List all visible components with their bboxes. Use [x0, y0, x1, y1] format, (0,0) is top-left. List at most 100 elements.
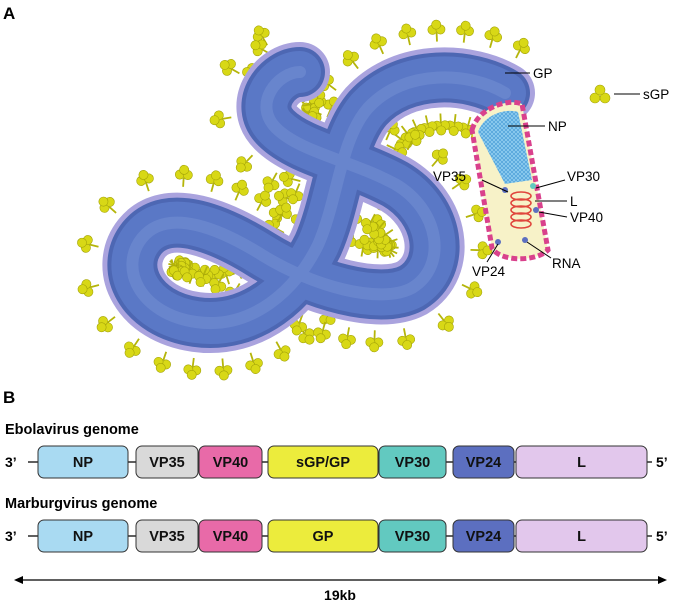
glycoprotein-spike: [424, 143, 454, 173]
gene-box: [378, 445, 447, 479]
gene-label: sGP/GP: [296, 455, 350, 471]
gene-box: [135, 445, 199, 479]
three-prime-end: 3’: [5, 454, 17, 470]
gene-box: [135, 519, 199, 553]
glycoprotein-spike: [337, 45, 366, 75]
glycoprotein-spike: [173, 163, 194, 189]
gene-vp30: VP30: [378, 445, 447, 479]
sgp-label: sGP: [643, 87, 669, 102]
gene-box: [452, 519, 515, 553]
vp35-label: VP35: [433, 169, 466, 184]
gene-label: L: [577, 529, 586, 545]
glycoprotein-spike: [335, 325, 359, 352]
glycoprotein-spike: [365, 29, 392, 59]
virion-body-highlight: [126, 66, 511, 330]
glycoprotein-spike: [267, 336, 296, 366]
marburgvirus-genome: Marburgvirus genome 3’ 5’ NP VP35 VP40 GP VP…: [5, 496, 668, 553]
scale-arrow-left: [14, 576, 23, 584]
vp24-label: VP24: [472, 264, 506, 279]
glycoprotein-spike: [118, 333, 148, 363]
glycoprotein-spike: [93, 191, 123, 221]
l-label: L: [570, 194, 578, 209]
vp40-dot: [533, 207, 539, 213]
glycoprotein-spike: [226, 176, 253, 205]
glycoprotein-spike: [364, 329, 385, 354]
gene-box: [452, 445, 515, 479]
genome-title: Ebolavirus genome: [5, 422, 139, 438]
gene-l: L: [515, 445, 648, 479]
gene-label: GP: [313, 529, 334, 545]
filovirus-virion: GP sGP NP VP35 VP30 L VP40 VP24 RNA: [74, 18, 669, 382]
five-prime-end: 5’: [656, 454, 668, 470]
scale-arrow-right: [658, 576, 667, 584]
gene-box: [267, 445, 379, 479]
nucleocapsid: [478, 110, 532, 184]
gene-box: [515, 519, 648, 553]
glycoprotein-spike: [430, 307, 460, 337]
gene-label: VP40: [213, 529, 248, 545]
glycoprotein-spike: [181, 356, 204, 382]
scale-label: 19kb: [324, 587, 356, 603]
gene-box: [198, 519, 263, 553]
gene-box: [198, 445, 263, 479]
rna-label: RNA: [552, 256, 581, 271]
glycoprotein-spike: [132, 166, 158, 195]
glycoprotein-spike: [395, 21, 420, 48]
gene-vp35: VP35: [135, 519, 199, 553]
gene-vp40: VP40: [198, 519, 263, 553]
sgp-icon: [589, 84, 611, 104]
gene-label: L: [577, 455, 586, 471]
glycoprotein-spike: [215, 54, 245, 82]
np-label: NP: [548, 119, 567, 134]
glycoprotein-spike: [507, 33, 535, 63]
gene-label: VP24: [466, 529, 501, 545]
vp40-leader: [538, 211, 568, 218]
five-prime-end: 5’: [656, 528, 668, 544]
gene-vp30: VP30: [378, 519, 447, 553]
gene-np: NP: [37, 445, 129, 479]
gene-box: [267, 519, 379, 553]
callout-lines: [481, 72, 640, 263]
gene-label: VP30: [395, 529, 430, 545]
vp30-dot: [530, 183, 536, 189]
gene-vp35: VP35: [135, 445, 199, 479]
glycoprotein-spike: [454, 19, 476, 45]
glycoprotein-spike: [150, 348, 176, 376]
glycoprotein-spike: [212, 356, 234, 382]
gene-label: NP: [73, 529, 93, 545]
genome-scale-bar: 19kb: [14, 576, 667, 603]
glycoprotein-spike: [241, 349, 267, 377]
vp35-leader: [481, 179, 509, 193]
glycoprotein-spike: [75, 275, 103, 300]
polymerase-coil: [510, 191, 532, 229]
glycoprotein-spike: [91, 309, 122, 338]
glycoprotein-spike: [202, 167, 227, 195]
gene-l: L: [515, 519, 648, 553]
three-prime-end: 3’: [5, 528, 17, 544]
gene-box: [378, 519, 447, 553]
gene-list: NP VP35 VP40 GP VP30 VP24 L: [37, 519, 648, 553]
genome-title: Marburgvirus genome: [5, 496, 157, 512]
glycoprotein-spike: [457, 276, 487, 303]
vp24-dot: [495, 239, 501, 245]
gp-label: GP: [533, 66, 553, 81]
gene-label: VP30: [395, 455, 430, 471]
rna-dot: [522, 237, 528, 243]
gene-label: NP: [73, 455, 93, 471]
gene-np: NP: [37, 519, 129, 553]
glycoprotein-spike: [426, 18, 447, 43]
gene-vp24: VP24: [452, 519, 515, 553]
gene-box: [515, 445, 648, 479]
vp30-label: VP30: [567, 169, 600, 184]
rna-leader: [526, 241, 552, 259]
virion-cutaway: [469, 99, 551, 262]
glycoprotein-spike: [230, 148, 260, 178]
panel-label-b: B: [3, 388, 15, 407]
gene-label: VP35: [149, 529, 184, 545]
glycoprotein-spike: [207, 108, 234, 131]
gene-vp24: VP24: [452, 445, 515, 479]
glycoprotein-spike: [394, 325, 418, 353]
